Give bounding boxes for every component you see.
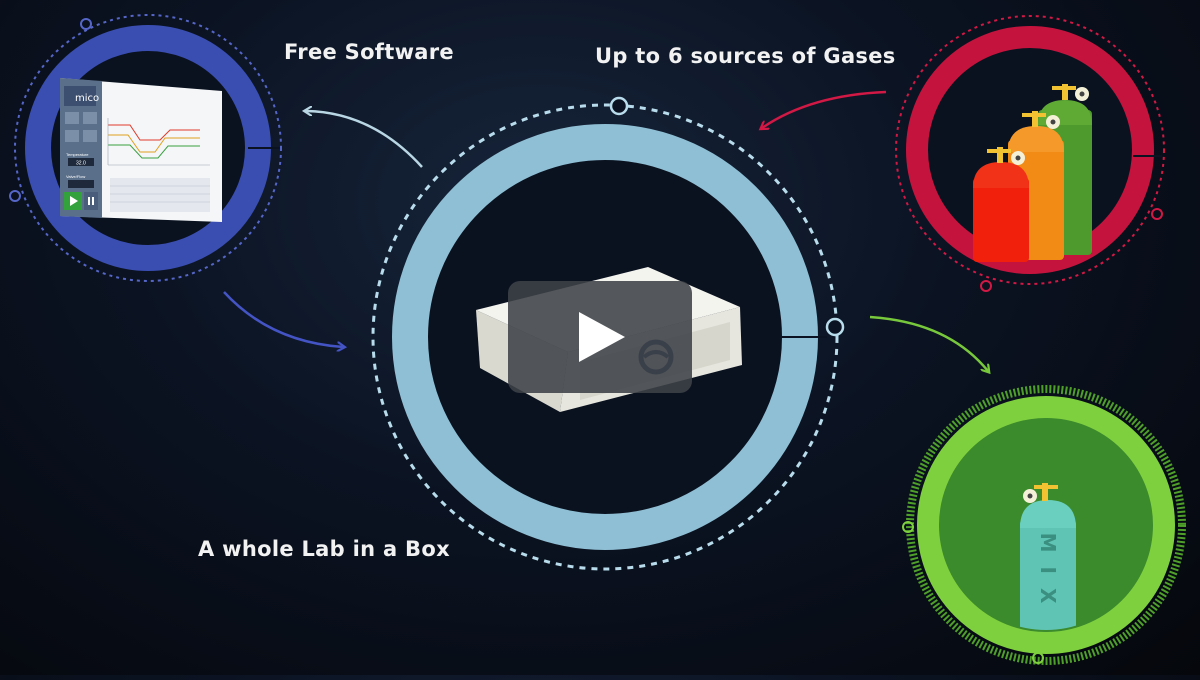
arrow-gases-to-box bbox=[762, 90, 887, 128]
valve-label: Valve/Flow bbox=[66, 174, 85, 179]
mix-cylinder: MIX bbox=[1020, 500, 1076, 630]
ring-node-right bbox=[825, 317, 845, 337]
software-logo: mico bbox=[75, 93, 99, 104]
gas-cylinders bbox=[973, 84, 1092, 262]
software-screenshot: mico Temperature 32.0 Valve/Flow bbox=[60, 78, 222, 222]
play-icon bbox=[579, 312, 625, 362]
arrow-software-to-box bbox=[223, 291, 343, 347]
arrow-to-software bbox=[306, 111, 423, 168]
temperature-value: 32.0 bbox=[76, 161, 86, 167]
caption-gas-sources: Up to 6 sources of Gases bbox=[595, 44, 896, 68]
caption-lab-in-a-box: A whole Lab in a Box bbox=[198, 537, 450, 561]
play-button[interactable] bbox=[508, 281, 692, 393]
ring-node-top bbox=[609, 96, 629, 116]
arrow-box-to-mix bbox=[869, 315, 988, 371]
temperature-label: Temperature bbox=[66, 152, 89, 157]
caption-free-software: Free Software bbox=[284, 40, 454, 64]
gas-cylinder-red bbox=[973, 147, 1029, 262]
mix-cylinder-label: MIX bbox=[1036, 533, 1060, 618]
mix-valve-icon bbox=[1023, 483, 1058, 503]
